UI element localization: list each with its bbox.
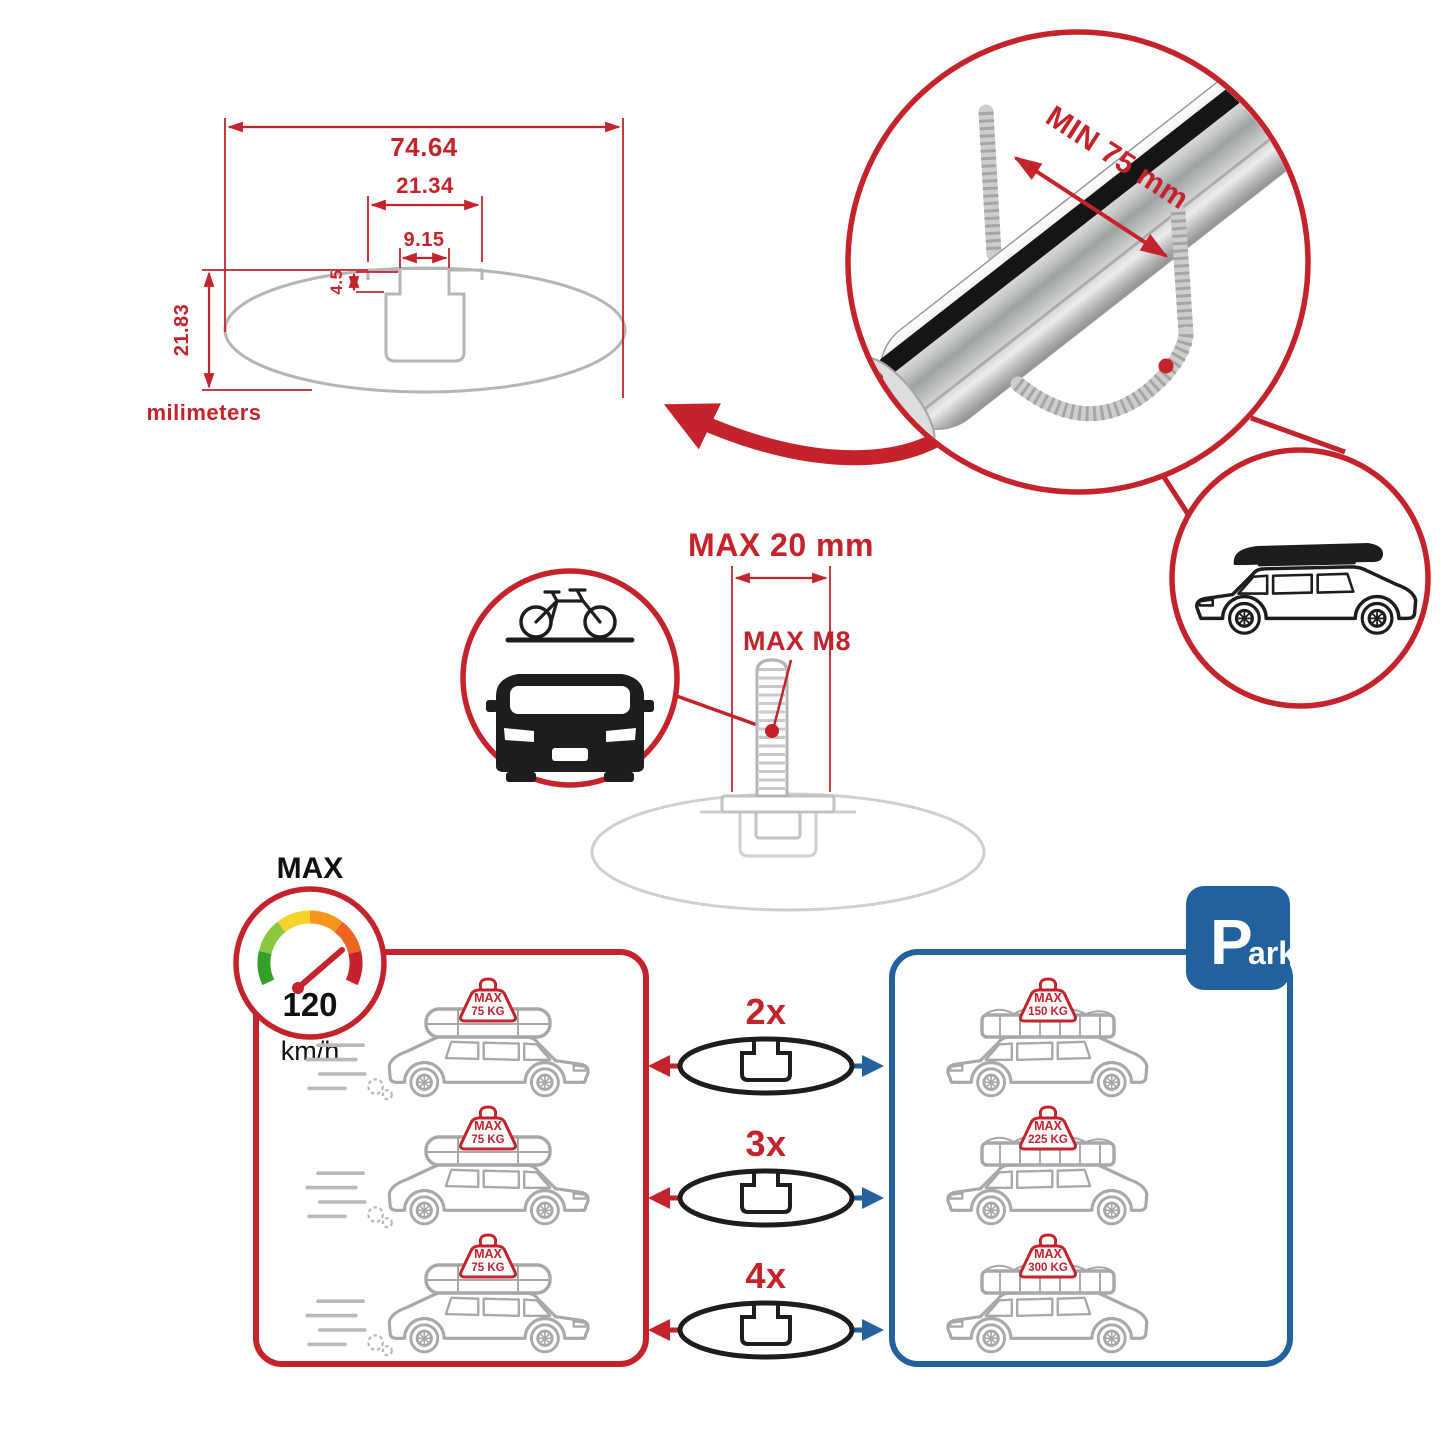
weight-value-5: 225 KG bbox=[1028, 1134, 1068, 1146]
clamp-point-dot bbox=[1158, 358, 1174, 374]
arrow-right-blue-head-1 bbox=[862, 1055, 884, 1077]
max20-label: MAX 20 mm bbox=[688, 527, 874, 563]
parking-sign: P ark bbox=[1186, 886, 1296, 990]
license-plate bbox=[552, 748, 588, 761]
ghost-slot-cavity bbox=[738, 812, 818, 858]
dim-2183-value: 21.83 bbox=[171, 304, 193, 357]
parking-sign-bg bbox=[1186, 886, 1290, 990]
min75-arrow bbox=[1013, 156, 1169, 258]
arrow-left-red-head-1 bbox=[648, 1055, 670, 1077]
headlight-right bbox=[606, 728, 636, 742]
weight-title-2: MAX bbox=[474, 1119, 502, 1133]
crossbar-quantity-rows: 2x 3x 4x bbox=[648, 991, 884, 1357]
roofbox-circle-ring bbox=[1169, 447, 1431, 709]
bolt-plate bbox=[720, 794, 836, 814]
arrow-right-blue-head-2 bbox=[862, 1187, 884, 1209]
ext-45 bbox=[356, 271, 398, 293]
clamp-wire-front bbox=[1010, 204, 1194, 422]
dim-915-value: 9.15 bbox=[404, 229, 445, 251]
zoom-circle-ring bbox=[845, 29, 1311, 495]
weight-title-1: MAX bbox=[474, 991, 502, 1005]
qty-4x: 4x bbox=[745, 1255, 786, 1296]
bolt-nut-block bbox=[754, 810, 802, 840]
weight-value-6: 300 KG bbox=[1028, 1262, 1068, 1274]
bolt-detail: MAX 20 mm MAX M8 bbox=[590, 527, 986, 912]
weight-title-4: MAX bbox=[1034, 991, 1062, 1005]
speed-max-label: MAX bbox=[277, 852, 344, 885]
units-label: milimeters bbox=[146, 400, 261, 425]
weight-title-6: MAX bbox=[1034, 1247, 1062, 1261]
profile-t-slot bbox=[384, 270, 466, 363]
speedometer-icon: MAX 120 km/h bbox=[233, 852, 387, 1066]
headlight-left bbox=[504, 728, 534, 742]
roof-box-icon bbox=[1233, 543, 1383, 565]
crossbar-icon-2 bbox=[680, 1171, 852, 1225]
weight-value-2: 75 KG bbox=[471, 1134, 504, 1146]
crossbar-icon-3 bbox=[680, 1303, 852, 1357]
bike-icon bbox=[534, 588, 602, 624]
suv-roofbox-circle bbox=[1169, 447, 1431, 709]
bottom-section: MAX 120 km/h P ark MAX 75 K bbox=[233, 852, 1296, 1367]
clamp-wire-back bbox=[978, 104, 1002, 262]
qty-3x: 3x bbox=[745, 1123, 786, 1164]
parking-suffix: ark bbox=[1248, 935, 1296, 971]
speed-value: 120 bbox=[282, 986, 337, 1023]
weight-value-1: 75 KG bbox=[471, 1006, 504, 1018]
max20-ext-lines bbox=[731, 566, 831, 792]
cross-section-diagram: 74.64 21.34 9.15 4.5 21.83 milimeters bbox=[146, 118, 627, 425]
arrow-left-red-head-3 bbox=[648, 1319, 670, 1341]
bike-car-icon bbox=[486, 588, 654, 782]
weight-title-5: MAX bbox=[1034, 1119, 1062, 1133]
qty-2x: 2x bbox=[745, 991, 786, 1032]
speed-unit: km/h bbox=[281, 1036, 340, 1066]
weight-title-3: MAX bbox=[474, 1247, 502, 1261]
dim-2134-value: 21.34 bbox=[396, 173, 454, 198]
maxm8-label: MAX M8 bbox=[743, 626, 851, 656]
parked-cars: MAX 150 KG MAX 225 KG MAX 300 KG bbox=[946, 977, 1149, 1354]
maxm8-dot bbox=[765, 724, 779, 738]
windshield bbox=[510, 686, 630, 714]
parking-letter: P bbox=[1210, 906, 1253, 978]
ext-74 bbox=[224, 118, 624, 398]
ext-2183 bbox=[202, 269, 368, 391]
arrow-left-red-head-2 bbox=[648, 1187, 670, 1209]
bike-car-circle bbox=[460, 568, 680, 788]
weight-value-4: 150 KG bbox=[1028, 1006, 1068, 1018]
crossbar-icon-1 bbox=[680, 1039, 852, 1093]
ext-2134 bbox=[367, 196, 483, 262]
speedometer-needle bbox=[295, 947, 345, 991]
weight-value-3: 75 KG bbox=[471, 1262, 504, 1274]
driving-cars: MAX 75 KG MAX 75 KG MAX 75 KG bbox=[305, 977, 590, 1357]
dim-45-value: 4.5 bbox=[327, 269, 346, 294]
dim-74-value: 74.64 bbox=[390, 132, 458, 162]
ext-915 bbox=[399, 248, 450, 268]
zoom-arrow-icon bbox=[663, 403, 960, 466]
arrow-right-blue-head-3 bbox=[862, 1319, 884, 1341]
maxm8-leader bbox=[771, 659, 793, 731]
